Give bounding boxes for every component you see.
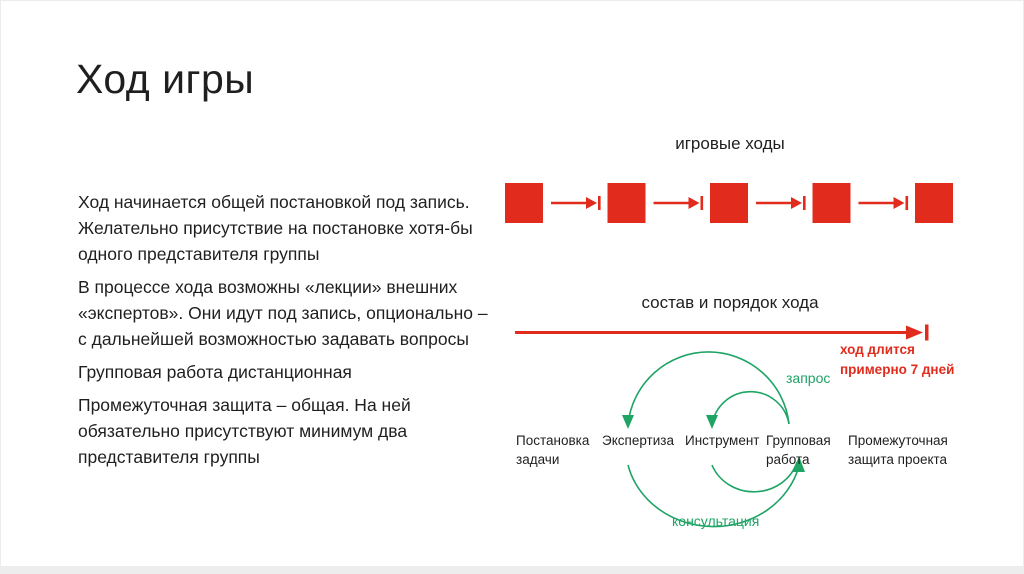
right-arrow-icon xyxy=(858,196,909,210)
slide-title: Ход игры xyxy=(76,56,255,102)
slide-body-text: Ход начинается общей постановкой под зап… xyxy=(78,189,498,477)
move-square xyxy=(915,183,953,223)
paragraph-lectures: В процессе хода возможны «лекции» внешни… xyxy=(78,277,488,349)
request-arc-tool xyxy=(711,390,790,426)
move-square xyxy=(505,183,543,223)
slide-bottom-edge xyxy=(0,567,1024,574)
timeline-arrow-icon xyxy=(515,324,929,341)
move-square xyxy=(812,183,851,223)
paragraph-group-work: Групповая работа дистанционная xyxy=(78,362,352,382)
feedback-loops-diagram xyxy=(622,351,805,528)
down-arrow-icon xyxy=(706,415,718,429)
right-arrow-icon xyxy=(653,196,704,210)
move-square xyxy=(710,183,748,223)
stage-group-work: Групповая работа xyxy=(766,433,831,467)
move-square xyxy=(607,183,646,223)
request-arc-expertise xyxy=(627,351,790,425)
consultation-label: консультация xyxy=(672,513,760,529)
game-moves-diagram xyxy=(505,183,953,223)
duration-note-line2: примерно 7 дней xyxy=(840,362,955,377)
stage-task-setting: Постановка задачи xyxy=(516,433,590,467)
duration-note-line1: ход длится xyxy=(840,342,915,357)
move-order-caption: состав и порядок хода xyxy=(641,293,819,312)
consultation-arc-tool xyxy=(711,461,798,493)
duration-note: ход длится примерно 7 дней xyxy=(840,340,954,380)
paragraph-move-start: Ход начинается общей постановкой под зап… xyxy=(78,192,473,264)
game-moves-caption: игровые ходы xyxy=(675,134,785,153)
consultation-arc-expertise xyxy=(627,464,800,528)
right-arrow-icon xyxy=(551,196,601,210)
stage-expertise: Экспертиза xyxy=(602,433,674,448)
paragraph-defense: Промежуточная защита – общая. На ней обя… xyxy=(78,395,411,467)
up-arrow-icon xyxy=(793,456,805,472)
down-arrow-icon xyxy=(622,415,634,429)
stage-tool: Инструмент xyxy=(685,433,760,448)
right-arrow-icon xyxy=(756,196,806,210)
request-label: запрос xyxy=(786,370,831,386)
stage-interim-defense: Промежуточная защита проекта xyxy=(848,433,948,467)
